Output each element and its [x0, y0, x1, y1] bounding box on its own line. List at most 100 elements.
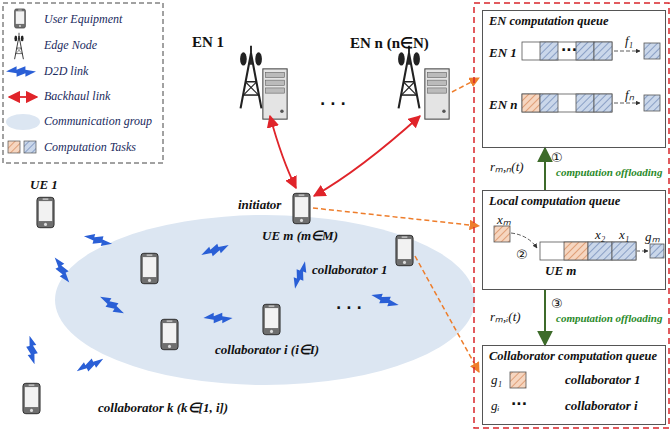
rate-label: rₘ,ᵢ(t) [490, 307, 521, 325]
collaborator-queue [510, 372, 526, 388]
queue-text: x₂ [595, 227, 605, 243]
box-title: Collaborator computation queue [489, 349, 657, 364]
rect-shape [644, 43, 660, 59]
legend-text: Edge Node [44, 38, 97, 53]
use-shape [290, 260, 310, 291]
node-label: EN 1 [192, 34, 224, 51]
queue-text: xₘ [497, 210, 511, 228]
legend-text: User Equipment [44, 12, 122, 27]
queue-text: gᵢ [491, 398, 500, 414]
use-shape [50, 255, 73, 285]
queue-text: g₁ [491, 372, 502, 388]
queue-text: f₁ [625, 33, 633, 49]
queue-text: x₁ [619, 227, 629, 243]
path-shape [270, 116, 296, 188]
d2d-links [24, 231, 400, 376]
communication-group [55, 215, 475, 385]
node-label: EN n (n∈N) [350, 34, 429, 52]
legend-text: D2D link [44, 64, 88, 79]
use-shape [396, 235, 413, 265]
line-shape [9, 96, 37, 98]
ue-label: collaborator 1 [312, 262, 387, 278]
ue-label: UE m (m∈M) [262, 228, 338, 244]
queue-box: Collaborator computation queue g₁ collabor… [482, 345, 666, 425]
line-shape [614, 103, 640, 104]
path-shape [511, 233, 537, 248]
rate-label: rₘ,ₙ(t) [490, 157, 524, 175]
use-shape [161, 319, 178, 349]
box-title: EN computation queue [489, 14, 608, 29]
offload-arrow [544, 148, 546, 190]
box-title: Local computation queue [489, 194, 620, 209]
use-shape [23, 383, 40, 413]
queue-box: EN computation queueEN 1...f₁EN nfₙ [482, 10, 666, 148]
use-shape [203, 313, 232, 323]
edge-nodes [240, 46, 449, 119]
use-shape [425, 69, 449, 119]
queue-text: UE m [545, 263, 576, 279]
use-shape [6, 66, 36, 77]
step-number: ③ [551, 296, 563, 311]
rect-shape [522, 94, 612, 112]
use-shape [14, 33, 23, 59]
queue-text: ② [516, 247, 528, 262]
use-shape [240, 46, 262, 109]
ellipsis: · · · [336, 300, 362, 316]
ue-label: initiator [238, 197, 281, 213]
rect-shape [576, 42, 594, 60]
queue-text: ··· [511, 396, 527, 412]
rect-shape [540, 242, 636, 260]
line-shape [637, 251, 648, 252]
ue-label: UE 1 [30, 177, 58, 193]
path-shape [452, 78, 479, 92]
use-shape [370, 290, 401, 310]
queue-box: Local computation queuexₘ ② x₂ x₁ UE m gₘ [482, 190, 666, 290]
use-shape [293, 193, 310, 223]
queue-text: gₘ [645, 227, 660, 245]
rect-shape [644, 95, 660, 111]
rect-shape [540, 42, 558, 60]
use-shape [83, 231, 114, 248]
ue-label: collaborator k (k∈[1, i]) [98, 400, 228, 416]
queue-pointers [313, 78, 479, 372]
queue-text: EN n [489, 97, 518, 113]
en-queues [522, 42, 660, 112]
use-shape [24, 335, 39, 365]
use-shape [15, 9, 26, 28]
rect-shape [540, 94, 558, 112]
legend-text: Computation Tasks [44, 140, 136, 155]
use-shape [398, 46, 420, 109]
rect-shape [564, 242, 588, 260]
queue-text: collaborator i [565, 398, 638, 414]
use-shape [37, 197, 54, 227]
path-shape [314, 116, 420, 196]
use-shape [200, 240, 231, 260]
use-shape [263, 304, 280, 334]
ellipse-shape [6, 114, 40, 130]
edge-label: computation offloading [556, 312, 662, 324]
use-shape [97, 292, 127, 317]
rect-shape [494, 226, 510, 242]
rect-shape [594, 94, 612, 112]
rect-shape [650, 244, 664, 258]
edge-label: computation offloading [556, 166, 662, 178]
step-number: ① [551, 150, 563, 165]
backhaul-links [270, 116, 420, 196]
queue-text: EN 1 [489, 45, 517, 61]
queue-text: collaborator 1 [565, 372, 640, 388]
rect-shape [8, 141, 20, 153]
offload-arrow [544, 290, 546, 345]
rect-shape [24, 141, 36, 153]
legend-frame [3, 3, 163, 163]
rect-shape [510, 372, 526, 388]
rect-shape [3, 3, 163, 163]
line-shape [614, 51, 640, 52]
path-shape [313, 208, 479, 226]
path-shape [415, 256, 479, 372]
rect-shape [612, 242, 636, 260]
use-shape [141, 253, 158, 283]
legend-text: Backhaul link [44, 89, 110, 104]
